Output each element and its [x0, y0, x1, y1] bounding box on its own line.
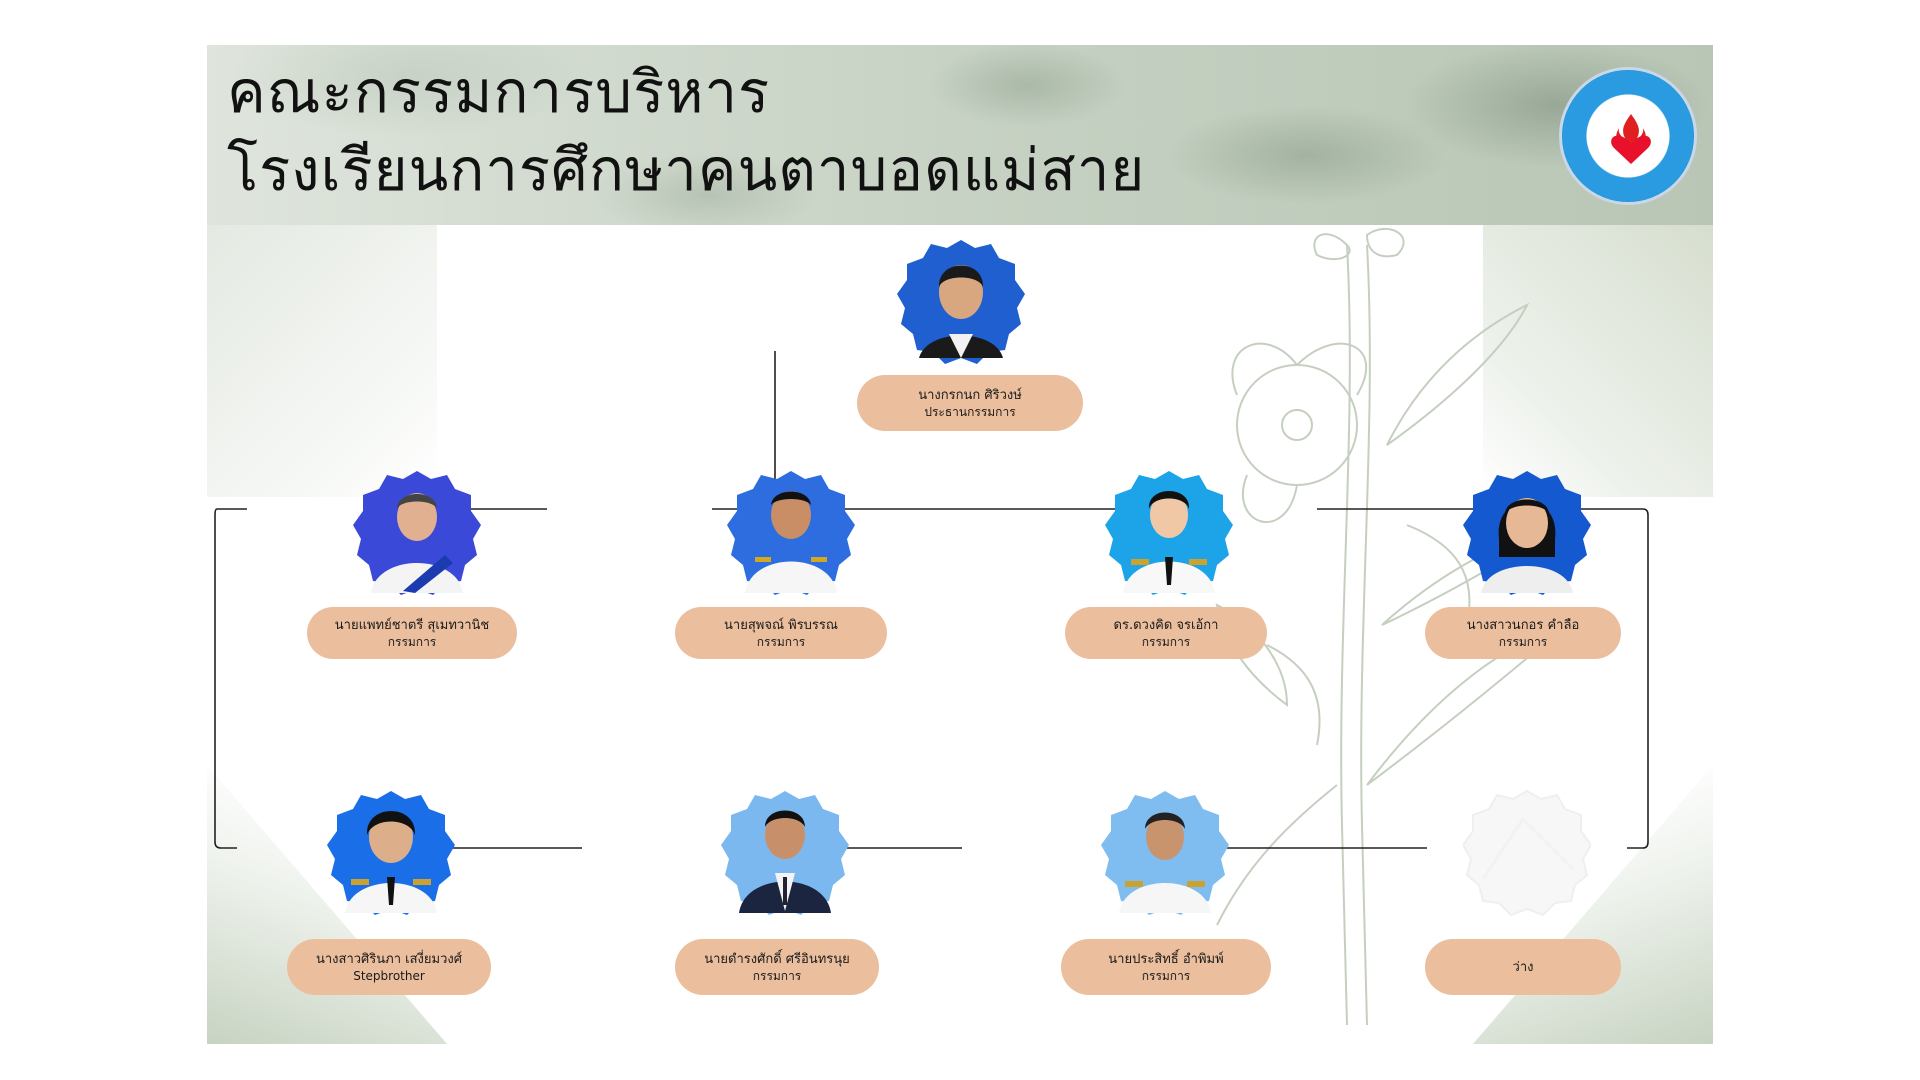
- title-line-1: คณะกรรมการบริหาร: [227, 58, 771, 126]
- decor-panel-right: [1483, 225, 1713, 497]
- vacant-node: ว่าง: [1425, 939, 1621, 995]
- member-photo-2: [727, 469, 855, 597]
- org-chart-slide: คณะกรรมการบริหาร โรงเรียนการศึกษาคนตาบอด…: [207, 45, 1713, 1044]
- chairman-node: นางกรกนก ศิริวงษ์ ประธานกรรมการ: [857, 375, 1083, 431]
- decor-panel-left: [207, 225, 437, 497]
- chairman-name: นางกรกนก ศิริวงษ์: [918, 387, 1022, 403]
- member-node-7: นายประสิทธิ์ อำพิมพ์ กรรมการ: [1061, 939, 1271, 995]
- chairman-photo: [897, 238, 1025, 366]
- member-photo-4: [1463, 469, 1591, 597]
- member-node-6: นายดำรงศักดิ์ ศรีอินทรนุย กรรมการ: [675, 939, 879, 995]
- member-node-1: นายแพทย์ชาตรี สุเมทวานิช กรรมการ: [307, 607, 517, 659]
- title-line-2: โรงเรียนการศึกษาคนตาบอดแม่สาย: [227, 136, 1146, 204]
- title-banner: คณะกรรมการบริหาร โรงเรียนการศึกษาคนตาบอด…: [207, 45, 1713, 225]
- member-node-5: นางสาวศิรินภา เสงี่ยมวงศ์ Stepbrother: [287, 939, 491, 995]
- member-node-2: นายสุพจณ์ พิรบรรณ กรรมการ: [675, 607, 887, 659]
- vacant-photo-placeholder: [1463, 789, 1591, 917]
- member-node-4: นางสาวนกอร คำลือ กรรมการ: [1425, 607, 1621, 659]
- member-photo-6: [721, 789, 849, 917]
- heart-flame-icon: [1611, 114, 1651, 164]
- member-photo-1: [353, 469, 481, 597]
- member-photo-3: [1105, 469, 1233, 597]
- flower-sketch-decoration: [1215, 227, 1568, 1025]
- member-photo-5: [327, 789, 455, 917]
- school-seal-icon: [1559, 67, 1697, 205]
- member-photo-7: [1101, 789, 1229, 917]
- member-node-3: ดร.ดวงคิด จรเอ้กา กรรมการ: [1065, 607, 1267, 659]
- chairman-role: ประธานกรรมการ: [924, 404, 1016, 419]
